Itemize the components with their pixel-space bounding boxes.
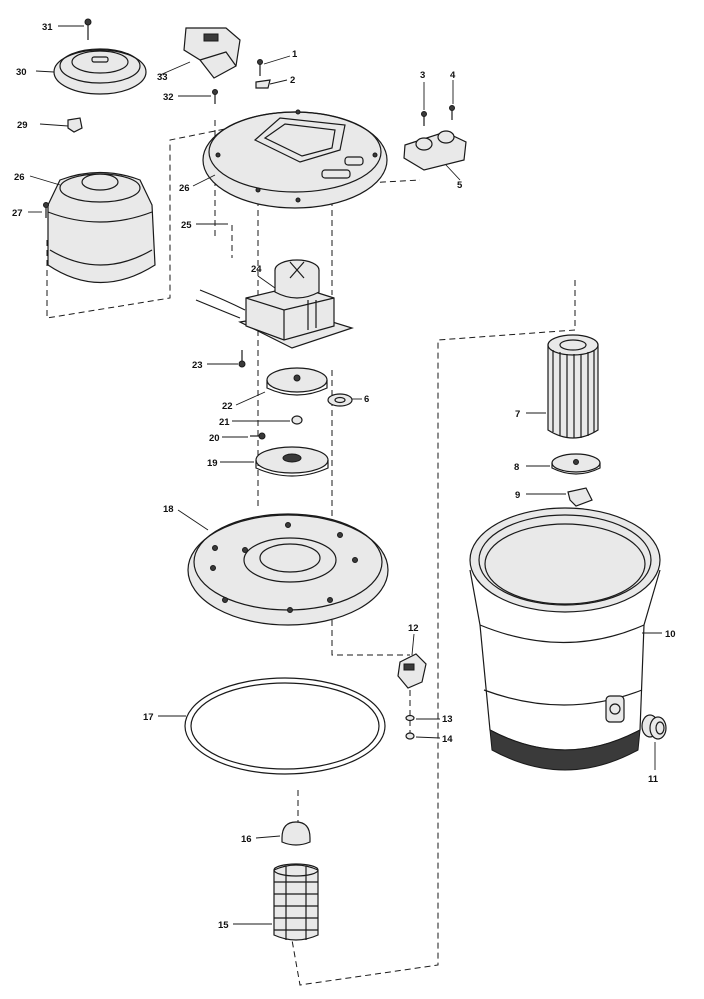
callout-17: 17 [143, 712, 154, 723]
callout-4: 4 [450, 70, 456, 81]
callout-14: 14 [442, 734, 453, 745]
part-12-float-clip [397, 653, 427, 689]
part-7-filter [547, 334, 599, 439]
part-2-clip [255, 79, 271, 89]
part-23-screw [238, 350, 246, 368]
part-32-screw [212, 89, 218, 104]
part-26-top-plate [202, 109, 388, 209]
callout-31: 31 [42, 22, 53, 33]
part-10-tank [469, 507, 661, 771]
callout-29: 29 [17, 120, 28, 131]
callout-labels: 1 2 3 4 5 6 7 8 9 10 11 12 13 14 15 16 1… [12, 22, 676, 931]
callout-23: 23 [192, 360, 203, 371]
part-9-wing-nut [567, 487, 593, 507]
callout-18: 18 [163, 504, 174, 515]
callout-2: 2 [290, 75, 295, 86]
part-19-impeller-plate [255, 446, 329, 477]
callout-13: 13 [442, 714, 453, 725]
part-11-drain-cap [641, 714, 667, 740]
part-16-cap [281, 821, 311, 846]
callout-27: 27 [12, 208, 23, 219]
callout-22: 22 [222, 401, 233, 412]
part-3-screw [421, 111, 427, 126]
part-6-washer [327, 393, 353, 407]
callout-25: 25 [181, 220, 192, 231]
callout-15: 15 [218, 920, 229, 931]
part-33-handle [183, 27, 241, 79]
part-13-washer [405, 714, 415, 722]
callout-12: 12 [408, 623, 419, 634]
part-17-gasket [184, 677, 386, 775]
part-30-lid [53, 48, 147, 95]
part-28-motor-cover [47, 171, 156, 283]
leader-lines [28, 25, 662, 925]
part-27-screw [43, 202, 49, 218]
callout-7: 7 [515, 409, 520, 420]
part-24-motor [195, 259, 354, 349]
callout-26-cover: 26 [14, 172, 25, 183]
part-15-filter-cage [273, 863, 319, 941]
part-5-switch-housing [403, 130, 467, 171]
callout-1: 1 [292, 49, 298, 60]
part-18-motor-base [187, 513, 389, 626]
callout-6: 6 [364, 394, 369, 405]
callout-5: 5 [457, 180, 463, 191]
part-31-screw [84, 18, 92, 40]
callout-21: 21 [219, 417, 230, 428]
part-29-clip [67, 117, 83, 133]
callout-19: 19 [207, 458, 218, 469]
callout-26-top-plate: 26 [179, 183, 190, 194]
callout-33: 33 [157, 72, 168, 83]
callout-30: 30 [16, 67, 27, 78]
callout-32: 32 [163, 92, 174, 103]
callout-3: 3 [420, 70, 425, 81]
callout-10: 10 [665, 629, 676, 640]
part-14-nut [405, 732, 415, 740]
part-20-screw [250, 432, 266, 440]
callout-16: 16 [241, 834, 252, 845]
callout-9: 9 [515, 490, 520, 501]
part-21-nut [291, 415, 303, 425]
callout-24: 24 [251, 264, 262, 275]
part-22-fan [266, 367, 328, 396]
part-8-filter-plate [551, 453, 601, 475]
part-1-screw [257, 59, 263, 76]
callout-11: 11 [648, 774, 659, 785]
part-4-screw [449, 105, 455, 120]
callout-8: 8 [514, 462, 519, 473]
callout-20: 20 [209, 433, 220, 444]
